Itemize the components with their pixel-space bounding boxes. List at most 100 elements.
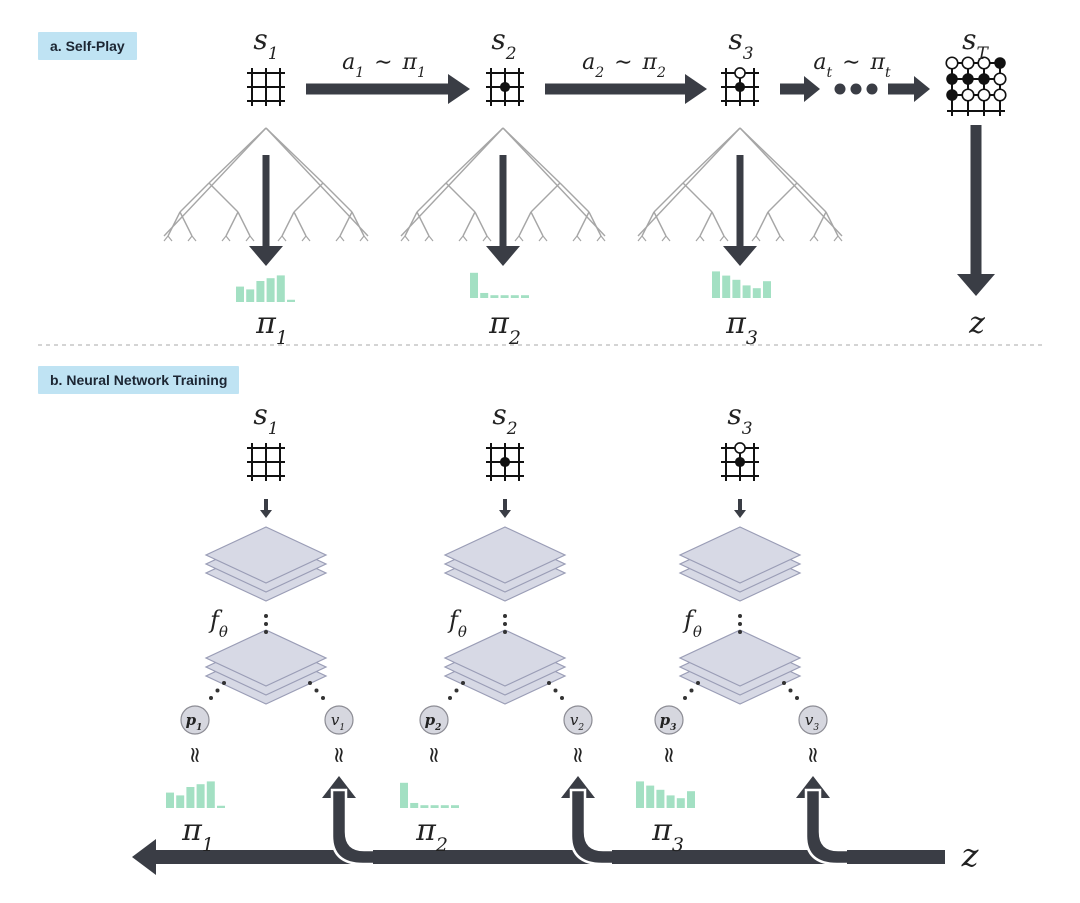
go-board (247, 68, 285, 106)
network-function-label: fθ (682, 606, 702, 641)
white-stone (977, 56, 991, 70)
approx-symbol: ≈ (421, 746, 446, 764)
connector-dot (264, 630, 268, 634)
connector-dot (795, 696, 799, 700)
policy-output-label: p2 (425, 711, 442, 733)
tree-edge (351, 211, 365, 237)
label-subscript: 2 (434, 723, 441, 733)
connector-dot (264, 622, 268, 626)
tree-leaf-tick (572, 235, 578, 242)
label-subscript: 3 (670, 723, 676, 733)
histogram-bar (196, 784, 205, 808)
label-subscript: 3 (742, 419, 753, 439)
value-output-node (798, 705, 828, 735)
label-subscript: 3 (813, 723, 819, 733)
tree-leaf-tick (837, 235, 843, 242)
training-section-tag: b. Neural Network Training (38, 366, 240, 394)
tree-edge (416, 211, 430, 237)
tree-edge (416, 182, 447, 213)
histogram-bar (276, 275, 285, 302)
label-base: p (425, 711, 436, 729)
tree-edge (293, 211, 307, 237)
approx-symbol: ≈ (800, 746, 825, 764)
label-subscript: 1 (268, 419, 279, 439)
target-policy-histogram (636, 781, 695, 808)
label-subscript: 1 (276, 327, 288, 349)
policy-histogram (712, 271, 771, 298)
label-base: v (331, 711, 340, 729)
target-policy-histogram (400, 782, 459, 808)
state-label: s2 (491, 23, 516, 64)
label-base: v (570, 711, 579, 729)
connector-dot (788, 688, 793, 693)
label-base: s (727, 398, 741, 431)
connector-dot (308, 681, 312, 685)
tree-leaf-tick (542, 235, 548, 242)
network-function-label: fθ (208, 606, 228, 641)
label-subscript: 2 (508, 327, 521, 349)
target-policy-label: π3 (651, 813, 684, 856)
label-base: z (961, 836, 980, 874)
histogram-bar (186, 787, 195, 808)
target-policy-label: π1 (181, 813, 214, 856)
connector-dot (448, 696, 452, 700)
label-subscript: 2 (656, 65, 666, 81)
histogram-bar (206, 781, 215, 808)
outcome-arrow (957, 125, 995, 296)
state-label: s1 (253, 398, 278, 439)
policy-label: π2 (488, 306, 521, 349)
go-board (247, 443, 285, 481)
tree-edge (767, 211, 781, 237)
policy-output-node (419, 705, 449, 735)
histogram-bar (712, 271, 720, 298)
tree-edge (767, 182, 798, 213)
label-base: v (805, 711, 814, 729)
histogram-bar (176, 795, 185, 808)
label-subscript: 3 (672, 834, 684, 856)
tree-leaf-tick (813, 235, 819, 242)
tilde-symbol: ∼ (374, 50, 392, 75)
tree-leaf-tick (404, 235, 410, 242)
label-base: π (725, 306, 747, 341)
state-label: s3 (728, 23, 753, 64)
histogram-bar (666, 795, 675, 808)
connector-dot (696, 681, 700, 685)
histogram-bar (480, 292, 489, 298)
policy-output-label: p3 (660, 711, 677, 733)
tree-leaf-tick (538, 235, 544, 242)
tree-leaf-tick (301, 235, 307, 242)
network-layer (204, 526, 328, 584)
tree-leaf-tick (514, 235, 520, 242)
tree-edge (339, 211, 353, 237)
mcts-tree (637, 127, 843, 242)
label-base: s (253, 398, 267, 431)
histogram-bar (236, 286, 244, 302)
histogram-bar (646, 785, 655, 808)
policy-histogram (470, 272, 529, 298)
search-result-arrow (486, 155, 520, 266)
network-layer (443, 629, 567, 687)
label-subscript: 2 (577, 723, 584, 733)
label-subscript: 1 (202, 834, 214, 856)
black-stone (734, 81, 746, 93)
value-output-node (563, 705, 593, 735)
flow-arrows (132, 74, 995, 875)
connector-dot (738, 614, 742, 618)
action-label: a2∼π2 (582, 50, 666, 81)
tree-edge (682, 182, 713, 213)
histogram-bar (440, 805, 449, 808)
histogram-bar (636, 781, 644, 808)
label-subscript: T (977, 44, 990, 64)
state-label: s1 (253, 23, 278, 64)
histogram-bar (287, 299, 295, 302)
connector-dot (560, 696, 564, 700)
input-arrow (734, 499, 746, 518)
label-subscript: 3 (746, 327, 758, 349)
white-stone (734, 67, 746, 79)
label-base: s (253, 23, 267, 56)
go-board-terminal (945, 56, 1007, 116)
white-stone (961, 56, 975, 70)
white-stone (993, 88, 1007, 102)
tree-edge (653, 182, 684, 213)
